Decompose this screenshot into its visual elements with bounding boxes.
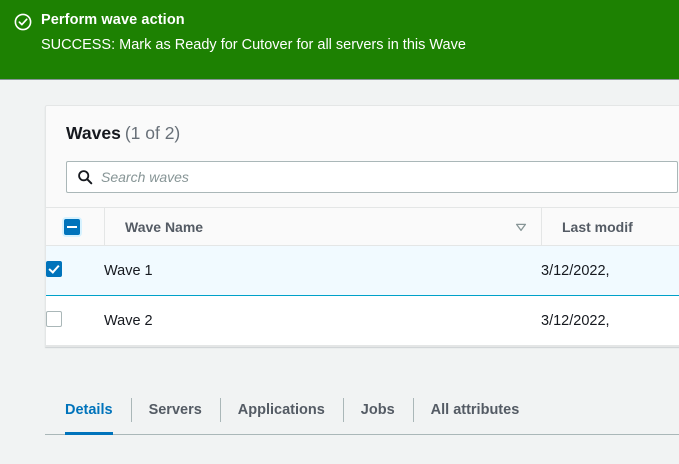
table-row[interactable]: Wave 1 3/12/2022, bbox=[46, 245, 679, 296]
success-flash-banner: Perform wave action SUCCESS: Mark as Rea… bbox=[0, 0, 679, 80]
table-header-row: Wave Name Last modif bbox=[46, 207, 679, 246]
page-title-text: Waves bbox=[66, 123, 121, 143]
search-input[interactable] bbox=[101, 163, 677, 191]
content-area: Waves(1 of 2) bbox=[0, 81, 679, 464]
page-title-count: (1 of 2) bbox=[124, 123, 181, 143]
tab-servers[interactable]: Servers bbox=[130, 386, 220, 434]
flash-title: Perform wave action bbox=[41, 12, 185, 28]
check-circle-icon bbox=[14, 13, 32, 31]
tab-all-attributes-label: All attributes bbox=[430, 402, 520, 418]
sort-descending-icon[interactable] bbox=[515, 221, 527, 233]
card-header: Waves(1 of 2) bbox=[46, 106, 679, 145]
flash-message: SUCCESS: Mark as Ready for Cutover for a… bbox=[41, 37, 466, 53]
column-header-wave-name[interactable]: Wave Name bbox=[104, 207, 541, 246]
cell-wave-name: Wave 2 bbox=[104, 295, 541, 346]
column-header-last-modified[interactable]: Last modif bbox=[541, 207, 679, 246]
table-header: Wave Name Last modif bbox=[46, 207, 679, 246]
row-checkbox[interactable] bbox=[46, 260, 62, 277]
page-title: Waves(1 of 2) bbox=[66, 122, 679, 145]
column-header-wave-name-label: Wave Name bbox=[125, 218, 204, 235]
row-select-cell bbox=[46, 295, 104, 346]
tab-details[interactable]: Details bbox=[65, 386, 131, 435]
detail-tabs: Details Servers Applications Jobs All at… bbox=[45, 386, 679, 435]
tab-all-attributes[interactable]: All attributes bbox=[412, 386, 538, 434]
row-select-cell bbox=[46, 245, 104, 296]
tab-applications-label: Applications bbox=[237, 402, 325, 418]
tab-jobs-label: Jobs bbox=[360, 402, 395, 418]
waves-table: Wave Name Last modif bbox=[46, 207, 679, 346]
waves-table-card: Waves(1 of 2) bbox=[45, 105, 679, 347]
cell-wave-name: Wave 1 bbox=[104, 245, 541, 296]
table-row[interactable]: Wave 2 3/12/2022, bbox=[46, 295, 679, 346]
search-box[interactable] bbox=[66, 161, 678, 193]
filter-row bbox=[46, 145, 679, 207]
cell-last-modified: 3/12/2022, bbox=[541, 245, 679, 296]
select-all-header bbox=[46, 207, 104, 246]
tab-details-label: Details bbox=[65, 402, 113, 418]
detail-tabs-wrapper: Details Servers Applications Jobs All at… bbox=[45, 386, 679, 435]
select-all-checkbox[interactable] bbox=[64, 218, 80, 235]
tab-applications[interactable]: Applications bbox=[219, 386, 343, 434]
cell-last-modified: 3/12/2022, bbox=[541, 295, 679, 346]
column-header-last-modified-label: Last modif bbox=[562, 218, 633, 235]
search-icon bbox=[77, 169, 93, 185]
table-body: Wave 1 3/12/2022, Wave 2 3/12/2022, bbox=[46, 245, 679, 346]
tab-servers-label: Servers bbox=[148, 402, 202, 418]
row-checkbox[interactable] bbox=[46, 310, 62, 327]
tab-jobs[interactable]: Jobs bbox=[342, 386, 413, 434]
